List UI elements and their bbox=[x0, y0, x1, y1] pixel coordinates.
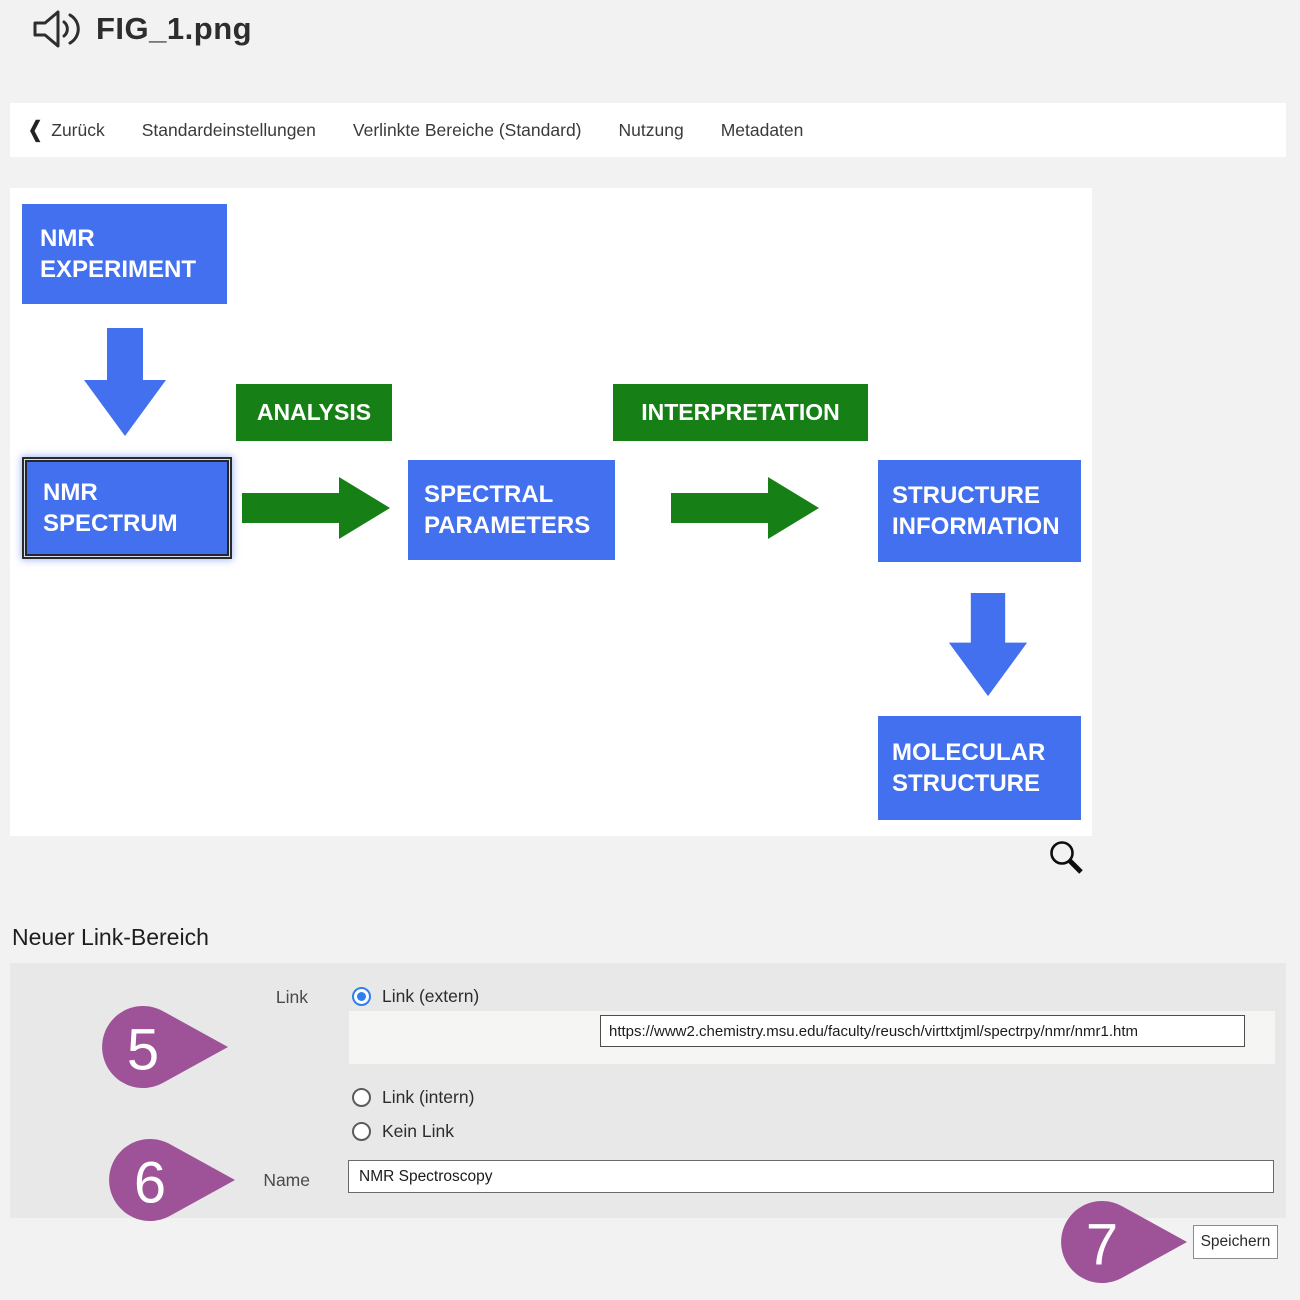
radio-label: Link (intern) bbox=[382, 1087, 475, 1107]
box-text: STRUCTURE bbox=[892, 482, 1040, 509]
chevron-left-icon: ❮ bbox=[28, 117, 43, 142]
box-text: INTERPRETATION bbox=[641, 399, 840, 425]
radio-icon[interactable] bbox=[352, 1122, 371, 1141]
back-label: Zurück bbox=[51, 119, 105, 140]
radio-icon[interactable] bbox=[352, 1088, 371, 1107]
flow-box-structure-information: STRUCTURE INFORMATION bbox=[878, 460, 1081, 562]
right-arrow-icon bbox=[671, 477, 819, 539]
box-text: PARAMETERS bbox=[424, 512, 591, 539]
speaker-icon[interactable] bbox=[30, 8, 80, 50]
flow-box-spectral-parameters: SPECTRAL PARAMETERS bbox=[408, 460, 615, 560]
box-text: NMR bbox=[40, 225, 95, 252]
radio-link-extern[interactable]: Link (extern) bbox=[352, 986, 479, 1007]
box-text: SPECTRAL bbox=[424, 481, 554, 508]
radio-label: Kein Link bbox=[382, 1121, 454, 1141]
box-text: STRUCTURE bbox=[892, 770, 1040, 797]
external-url-input[interactable] bbox=[600, 1015, 1245, 1047]
flow-box-molecular-structure: MOLECULAR STRUCTURE bbox=[878, 716, 1081, 820]
flow-box-nmr-spectrum-selected-region[interactable]: NMR SPECTRUM bbox=[25, 460, 229, 556]
box-text: ANALYSIS bbox=[256, 399, 372, 425]
section-heading: Neuer Link-Bereich bbox=[12, 924, 209, 950]
image-canvas[interactable]: NMR EXPERIMENT ANALYSIS INTERPRETATION N… bbox=[10, 188, 1092, 836]
tab-metadaten[interactable]: Metadaten bbox=[720, 119, 804, 140]
flow-box-analysis: ANALYSIS bbox=[236, 384, 392, 441]
toolbar: ❮ Zurück Standardeinstellungen Verlinkte… bbox=[10, 103, 1286, 157]
down-arrow-icon bbox=[84, 328, 166, 436]
radio-selected-icon[interactable] bbox=[352, 987, 371, 1006]
page-title: FIG_1.png bbox=[96, 11, 253, 46]
link-field-label: Link bbox=[275, 987, 308, 1007]
tab-verlinkte-bereiche[interactable]: Verlinkte Bereiche (Standard) bbox=[352, 119, 582, 140]
svg-text:7: 7 bbox=[1086, 1213, 1118, 1278]
radio-label: Link (extern) bbox=[382, 986, 480, 1006]
radio-link-intern[interactable]: Link (intern) bbox=[352, 1087, 474, 1108]
box-text: SPECTRUM bbox=[43, 510, 178, 537]
link-form-panel: Link Link (extern) Link (intern) Kein Li… bbox=[10, 963, 1286, 1218]
flow-box-nmr-experiment: NMR EXPERIMENT bbox=[22, 204, 227, 304]
name-field-label: Name bbox=[263, 1170, 310, 1190]
box-text: EXPERIMENT bbox=[40, 256, 197, 283]
down-arrow-icon bbox=[948, 593, 1028, 697]
tab-standardeinstellungen[interactable]: Standardeinstellungen bbox=[141, 119, 316, 140]
flow-box-interpretation: INTERPRETATION bbox=[613, 384, 868, 441]
name-input[interactable] bbox=[348, 1160, 1274, 1193]
box-text: NMR bbox=[43, 479, 98, 506]
box-text: INFORMATION bbox=[892, 513, 1060, 540]
radio-kein-link[interactable]: Kein Link bbox=[352, 1121, 454, 1142]
zoom-magnifier-icon[interactable] bbox=[1046, 838, 1088, 880]
file-header: FIG_1.png bbox=[30, 8, 252, 50]
box-text: MOLECULAR bbox=[892, 739, 1046, 766]
tab-nutzung[interactable]: Nutzung bbox=[618, 119, 684, 140]
save-button[interactable]: Speichern bbox=[1193, 1225, 1278, 1259]
right-arrow-icon bbox=[242, 477, 390, 539]
back-button[interactable]: ❮ Zurück bbox=[28, 117, 105, 142]
